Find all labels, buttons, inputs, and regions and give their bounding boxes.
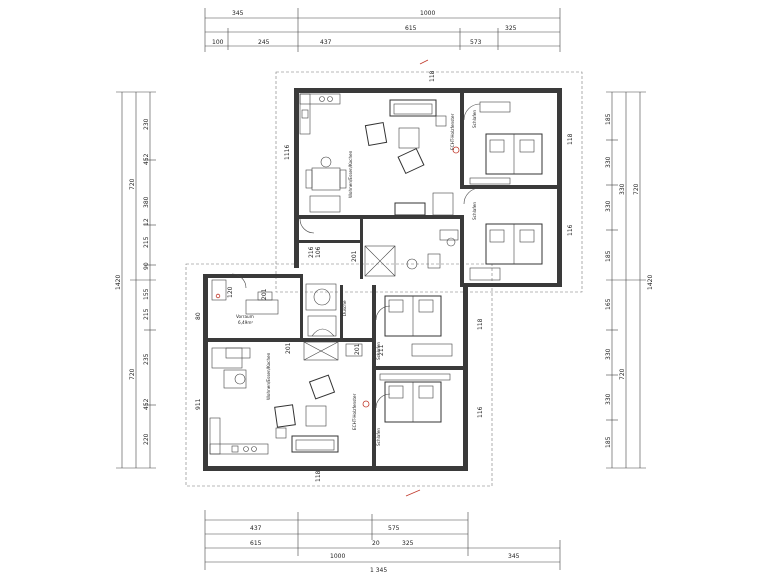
lower-shower: Dusche — [305, 283, 347, 337]
dim-right-185c: 185 — [605, 436, 612, 448]
dim-right-330a: 330 — [605, 156, 612, 168]
dim-right-165: 165 — [605, 298, 612, 310]
dim-top-100: 100 — [212, 39, 224, 46]
dim-top-345: 345 — [232, 10, 244, 17]
lower-kitchen — [209, 417, 269, 455]
upper-sofa — [389, 99, 437, 117]
door-codes: 1116 216 106 201 201 201 201 211 120 80 … — [195, 70, 574, 482]
room-label-vorraum: Vorraum — [236, 314, 254, 319]
lower-hall-cross — [303, 341, 363, 361]
dim-left-380: 380 — [143, 196, 150, 208]
dim-bot-1000: 1000 — [330, 553, 345, 560]
ec-note-lower: ECHT-Holzfenster — [352, 393, 357, 430]
dim-top-437: 437 — [320, 39, 332, 46]
code-201a: 201 — [351, 250, 358, 262]
dim-right-330b: 330 — [605, 200, 612, 212]
room-label-lower-living: Wohnen/Essen/Kochen — [266, 352, 271, 400]
dim-left-452b: 452 — [143, 398, 150, 410]
left-dimension-chains: 1420 720 720 230 452 380 12 215 90 155 2… — [115, 91, 156, 469]
dim-right-330d: 330 — [605, 393, 612, 405]
room-label-schlafen-4: Schlafen — [376, 428, 381, 446]
code-80: 80 — [195, 312, 202, 320]
dim-top-total: 1000 — [420, 10, 435, 17]
code-top-118: 118 — [429, 70, 436, 82]
dashed-outlines — [185, 71, 583, 487]
dim-left-155: 155 — [143, 288, 150, 300]
room-label-dusche: Dusche — [342, 300, 347, 316]
code-106b: 120 — [227, 286, 234, 298]
dim-left-720b: 720 — [129, 368, 136, 380]
dim-left-235: 235 — [143, 353, 150, 365]
room-label-schlafen-2: Schlafen — [472, 202, 477, 220]
lower-table-chairs — [274, 374, 336, 439]
code-right-118b: 118 — [477, 318, 484, 330]
lower-bedroom-1 — [384, 295, 453, 357]
dim-left-230: 230 — [143, 118, 150, 130]
upper-kitchen — [299, 93, 341, 135]
dim-left-215a: 215 — [143, 236, 150, 248]
code-201b: 201 — [261, 288, 268, 300]
room-area-vorraum: 6,49m² — [238, 320, 253, 325]
dim-bot-325: 325 — [402, 540, 414, 547]
room-label-schlafen-3: Schlafen — [376, 342, 381, 360]
upper-wardrobes — [394, 192, 454, 216]
dim-top-325: 325 — [505, 25, 517, 32]
code-216: 216 — [308, 246, 315, 258]
dim-left-total: 1420 — [115, 275, 122, 290]
room-label-schlafen-1: Schlafen — [472, 110, 477, 128]
upper-dining — [305, 156, 347, 213]
dim-top-573: 573 — [470, 39, 482, 46]
lower-vorraum: Vorraum 6,49m² — [211, 279, 279, 325]
dim-bot-615: 615 — [250, 540, 262, 547]
code-201c: 201 — [285, 342, 292, 354]
upper-bedroom-1 — [469, 101, 543, 185]
dim-bot-20: 20 — [372, 540, 380, 547]
dim-bot-345: 345 — [508, 553, 520, 560]
upper-unit-walls — [294, 88, 562, 287]
code-upper-left: 1116 — [284, 145, 291, 160]
dim-right-330o: 330 — [619, 183, 626, 195]
ec-note-upper: ECHT-Holzfenster — [450, 113, 455, 150]
upper-table-chairs — [364, 115, 447, 175]
dim-right-720o: 720 — [619, 368, 626, 380]
code-106: 106 — [315, 246, 322, 258]
dim-bot-1345: 1 345 — [370, 567, 387, 574]
lower-sofa — [291, 435, 339, 453]
dim-left-220: 220 — [143, 433, 150, 445]
right-dimension-chains: 185 330 330 185 165 330 330 185 330 720 … — [605, 91, 654, 469]
dim-right-720b: 720 — [633, 183, 640, 195]
dim-left-452: 452 — [143, 153, 150, 165]
top-dimension-chains: 345 1000 100 245 437 615 573 325 — [204, 8, 561, 52]
upper-bedroom-2 — [469, 223, 543, 281]
dim-right-185a: 185 — [605, 113, 612, 125]
dim-top-245: 245 — [258, 39, 270, 46]
red-markers — [215, 59, 460, 497]
code-211: 211 — [378, 344, 385, 356]
lower-unit-walls — [203, 274, 468, 471]
dim-bot-575: 575 — [388, 525, 400, 532]
dim-right-185b: 185 — [605, 250, 612, 262]
dim-left-90: 90 — [143, 262, 150, 270]
dim-top-615: 615 — [405, 25, 417, 32]
code-911: 911 — [195, 398, 202, 410]
door-swings — [231, 103, 481, 409]
dim-bot-437: 437 — [250, 525, 262, 532]
dim-right-total: 1420 — [647, 275, 654, 290]
dim-left-12: 12 — [143, 218, 150, 226]
upper-bathroom — [364, 229, 459, 277]
bottom-dimension-chains: 437 575 615 20 325 1000 345 1 345 — [204, 510, 561, 574]
lower-dining — [211, 347, 251, 389]
dim-left-215b: 215 — [143, 308, 150, 320]
code-201d: 201 — [354, 343, 361, 355]
code-right-116b: 116 — [477, 406, 484, 418]
dim-right-330c: 330 — [605, 348, 612, 360]
room-label-upper-living: Wohnen/Essen/Kochen — [348, 150, 353, 198]
code-right-118a: 118 — [567, 133, 574, 145]
code-right-116a: 116 — [567, 224, 574, 236]
lower-bedroom-2 — [379, 373, 451, 423]
dim-left-720a: 720 — [129, 178, 136, 190]
code-bottom-118: 118 — [315, 470, 322, 482]
